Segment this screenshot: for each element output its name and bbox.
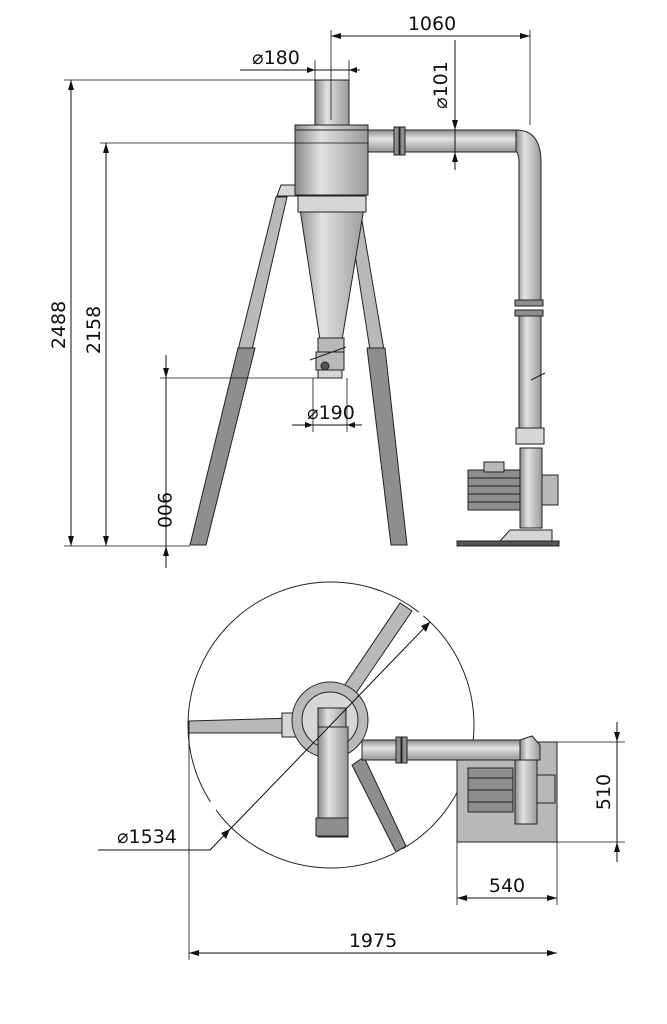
fan-unit bbox=[456, 447, 560, 547]
dim-footprint-diameter: ⌀1534 bbox=[117, 826, 177, 848]
dim-outlet-clearance: 900 bbox=[153, 492, 175, 528]
plan-leg-lower bbox=[351, 756, 407, 853]
dimensions: ⌀180 1060 ⌀101 2488 2158 900 bbox=[48, 13, 625, 960]
plan-view bbox=[187, 581, 558, 869]
dim-inlet-diameter: ⌀180 bbox=[252, 47, 300, 69]
discharge-valve bbox=[309, 337, 347, 379]
dim-outlet-diameter: ⌀190 bbox=[307, 402, 355, 424]
cyclone-cone bbox=[297, 195, 367, 341]
dim-fan-width: 540 bbox=[489, 875, 525, 897]
plan-leg-left bbox=[188, 717, 297, 734]
elevation-view bbox=[189, 79, 560, 547]
cyclone-cylinder bbox=[294, 124, 369, 196]
footprint-circle bbox=[187, 581, 475, 869]
cyclone-outlet-tube bbox=[314, 79, 350, 126]
dim-pipe-diameter: ⌀101 bbox=[430, 61, 452, 109]
plan-duct bbox=[361, 739, 523, 761]
tripod-leg-left bbox=[189, 196, 288, 546]
connecting-duct bbox=[367, 126, 546, 445]
dim-overall-width: 1060 bbox=[408, 13, 456, 35]
dim-overall-length: 1975 bbox=[349, 930, 397, 952]
dim-total-height: 2488 bbox=[48, 301, 70, 349]
dim-cyclone-height: 2158 bbox=[83, 306, 105, 354]
dim-fan-depth: 510 bbox=[593, 774, 615, 810]
